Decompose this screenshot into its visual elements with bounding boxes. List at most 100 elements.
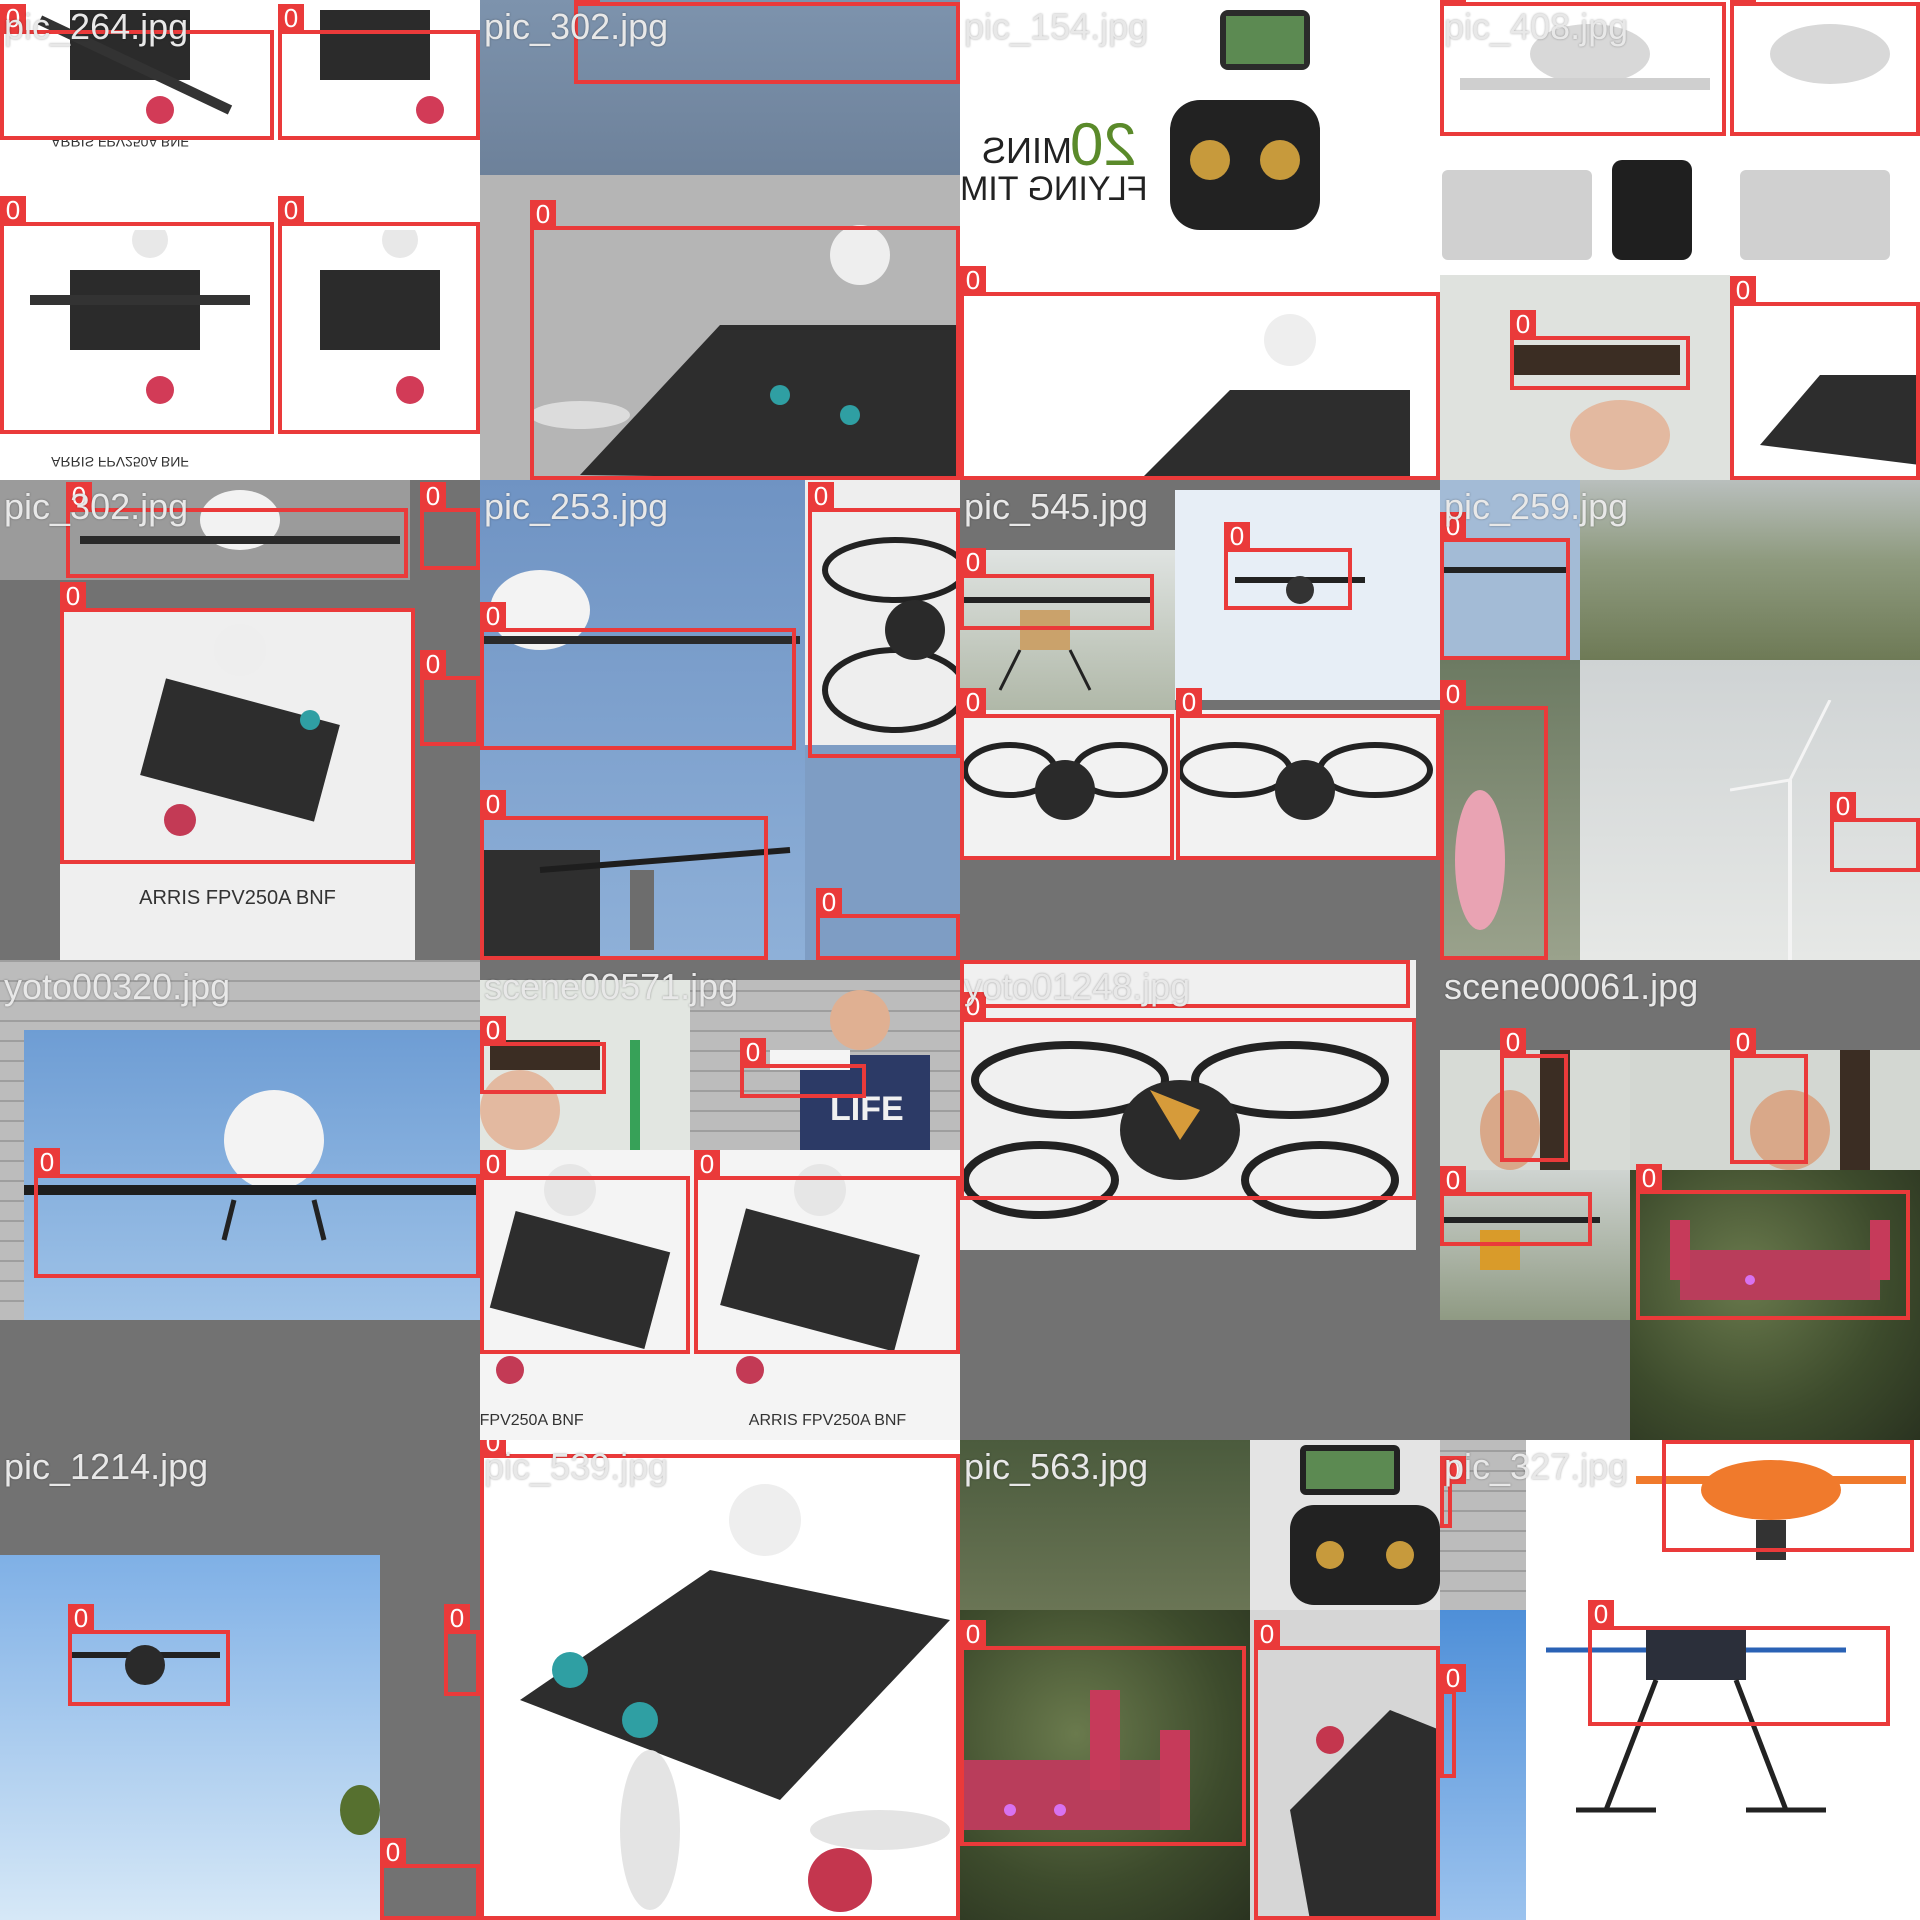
class-tag: 0 [740,1038,766,1066]
detection-box: 0 [808,482,960,758]
tile-filename: pic_1214.jpg [4,1446,209,1487]
tile-pic-154: 20 MINS FLYING TIM 0 pic_154.jpg [960,0,1440,480]
detection-box: 0 [816,888,960,960]
detection-box: 0 [1730,276,1920,480]
quadcopter-image [1770,24,1890,84]
class-tag: 0 [480,790,506,818]
detection-box: 0 [1440,512,1570,660]
promo-number: 20 [1070,111,1137,178]
quadcopter-image [530,225,960,480]
tile-pic-1214: 0 0 0 pic_1214.jpg [0,1440,480,1920]
class-tag: 0 [444,1604,470,1632]
tile-filename: pic_302.jpg [484,6,669,47]
class-tag: 0 [694,1150,720,1178]
class-tag: 0 [530,200,556,228]
product-caption: ARRIS FPV250A BNF [480,1412,584,1429]
class-tag: 0 [1636,1164,1662,1192]
detection-box: 0 [34,1148,480,1278]
detection-box: 0 [960,992,1416,1200]
detection-box: 0 [0,196,274,434]
class-tag: 0 [420,482,446,510]
tile-scene00061: 0 0 0 0 scene00061.jpg [1440,960,1920,1440]
detection-box: 0 [66,482,408,578]
quadcopter-image [961,1041,1399,1219]
class-tag: 0 [380,1838,406,1866]
class-tag: 0 [960,688,986,716]
drone-photo [960,290,1440,480]
tile-filename: pic_154.jpg [964,6,1149,47]
detection-box: 0 [1224,522,1352,610]
detection-box: 0 [960,1620,1246,1846]
propeller-image [1455,790,1505,930]
detection-box: 0 [480,602,796,750]
detection-box: 0 [1440,680,1548,960]
sky-photo [0,1555,380,1920]
quadcopter-image [822,537,960,733]
tile-filename: pic_259.jpg [1444,486,1629,527]
class-tag: 0 [278,4,304,32]
aircraft-image [24,1090,480,1241]
class-tag: 0 [1440,0,1466,4]
detection-box: 0 [1440,1166,1592,1246]
detection-box: 0 [444,1604,480,1696]
quadcopter-image [140,624,340,836]
drone-photo: ARRIS FPV250A BNF [60,610,415,960]
detection-box: 0 [1176,688,1440,860]
class-tag: 0 [1440,1664,1466,1692]
class-tag: 0 [1254,1620,1280,1648]
tile-filename: pic_539.jpg [484,1446,669,1487]
detection-box: 0 [0,4,274,140]
hexacopter-image [1546,1630,1846,1813]
quadcopter-image [1140,314,1410,480]
remote-controller-image [1170,10,1320,230]
class-tag: 0 [1440,680,1466,708]
class-tag: 0 [816,888,842,916]
tile-filename: scene00061.jpg [1444,966,1699,1007]
detection-box: 0 [1830,792,1920,872]
detection-box: 0 [960,548,1154,630]
tile-filename: pic_408.jpg [1444,6,1629,47]
detection-box: 0 [694,1150,960,1354]
class-tag: 0 [960,548,986,576]
drone-photo [1250,1610,1440,1920]
quadcopter-image [320,10,444,124]
product-caption: ARRIS FPV250A BNF [139,887,336,909]
tile-pic-563: 0 0 pic_563.jpg [960,1440,1440,1920]
sky-photo [1175,490,1440,700]
class-tag: 0 [1440,512,1466,540]
class-tag: 0 [1730,1028,1756,1056]
quadcopter-image [1750,1050,1870,1170]
detection-box: 0 [420,650,480,746]
class-tag: 0 [1588,1600,1614,1628]
drone-photo: ARRIS FPV250A BNF ARRIS FPV250A BNF [480,1150,960,1440]
tile-yoto01248: 0 0 yoto01248.jpg [960,960,1440,1440]
drone-photo: ARRIS FPV250A BNF ARRIS FPV250A BNF [0,0,480,480]
class-tag: 0 [1176,688,1202,716]
detection-box: 0 [1662,1440,1914,1552]
class-tag: 0 [1510,310,1536,338]
drone-photo [480,1440,960,1920]
detection-box: 0 [68,1604,230,1706]
case-image [1442,160,1890,260]
quadcopter-image [320,230,440,404]
quadcopter-image [1760,375,1920,465]
class-tag: 0 [1730,0,1756,4]
class-tag: 0 [1662,1440,1688,1442]
class-tag: 0 [480,1150,506,1178]
quadcopter-image [1177,742,1433,820]
drone-photo [960,1440,1250,1610]
tile-pic-264: ARRIS FPV250A BNF ARRIS FPV250A BNF 0 0 … [0,0,480,480]
racing-drone-image [1670,1220,1890,1300]
detection-box: 0 [480,790,768,960]
detection-box: 0 [1254,1620,1440,1920]
tile-filename: yoto01248.jpg [964,966,1191,1007]
detection-box: 0 [740,1038,866,1098]
class-tag: 0 [68,1604,94,1632]
quadcopter-image [1290,1710,1440,1920]
class-tag: 0 [480,602,506,630]
detection-box: 0 [1510,310,1690,390]
drone-photo [480,175,960,480]
detection-box: 0 [1500,1028,1568,1162]
drone-photo [805,480,960,745]
drone-photo [1630,1170,1920,1440]
